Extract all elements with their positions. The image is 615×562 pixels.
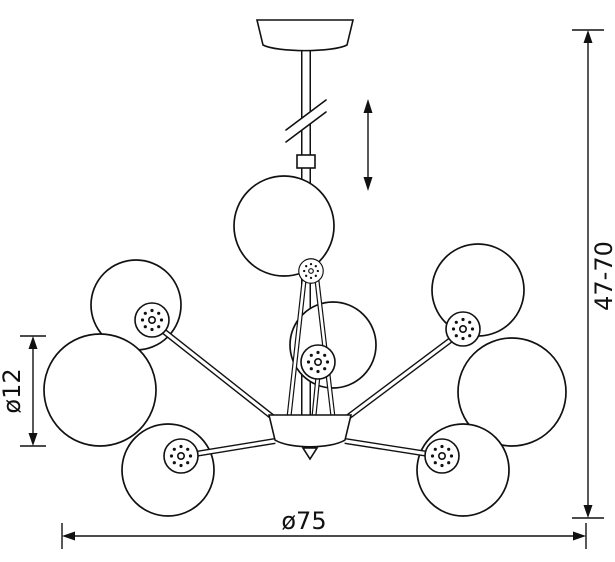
globe-diameter-label: ø12 [0, 368, 26, 413]
hub-finial [301, 447, 319, 461]
rod-break-symbol [285, 99, 327, 143]
dim-arrow-left-icon [62, 531, 75, 541]
height-range-label: 47-70 [590, 241, 615, 311]
ceiling-mount [255, 19, 355, 52]
glass-globes [43, 175, 567, 517]
flange-center [300, 344, 336, 380]
dimension-overall-diameter: ø75 [61, 507, 587, 549]
central-hub [267, 414, 353, 461]
dimension-globe-diameter: ø12 [0, 335, 46, 447]
dim-arrow-top-icon [583, 30, 593, 43]
rod-coupler [296, 154, 316, 169]
arrow-down-icon [363, 177, 373, 191]
dim-arrow-down-icon [28, 433, 38, 446]
flange-lower-left [163, 438, 199, 474]
support-braces [286, 271, 336, 418]
dim-arrow-bottom-icon [583, 505, 593, 518]
dimension-height: 47-70 [572, 29, 615, 519]
glass-globe-top [233, 175, 335, 277]
glass-globe-center [289, 301, 377, 389]
dim-arrow-up-icon [28, 336, 38, 349]
dim-arrow-right-icon [573, 531, 586, 541]
glass-globe-lower-right [416, 423, 510, 517]
overall-diameter-label: ø75 [281, 507, 326, 535]
flange-upper-left [134, 302, 170, 338]
flange-top [298, 258, 324, 284]
flange-lower-right [424, 438, 460, 474]
flange-upper-right [445, 311, 481, 347]
glass-globe-lower-left [121, 423, 215, 517]
glass-globe-left [43, 333, 157, 447]
arrow-up-icon [363, 99, 373, 113]
glass-globe-right [457, 337, 567, 447]
height-adjust-arrow [363, 99, 373, 191]
